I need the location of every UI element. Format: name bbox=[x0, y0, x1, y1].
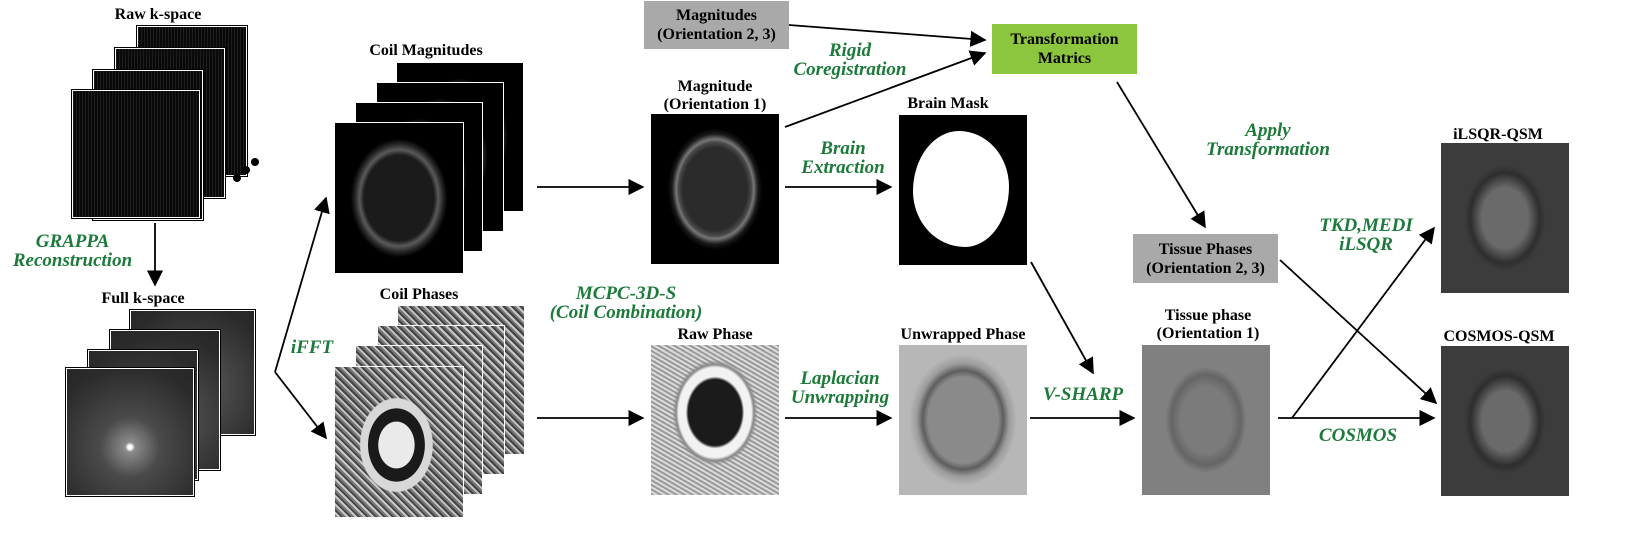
coil-magnitudes-label: Coil Magnitudes bbox=[369, 42, 483, 59]
cosmos-qsm-label: COSMOS-QSM bbox=[1443, 328, 1555, 345]
grappa-reconstruction-step: GRAPPA Reconstruction bbox=[12, 231, 133, 271]
full-kspace-slice-0 bbox=[65, 367, 195, 497]
v-sharp-step: V-SHARP bbox=[1042, 384, 1124, 405]
unwrapped-phase-label: Unwrapped Phase bbox=[900, 326, 1026, 343]
magnitude-orientation-1-label: Magnitude (Orientation 1) bbox=[663, 78, 767, 113]
apply-transformation-step: Apply Transformation bbox=[1206, 120, 1330, 160]
brain-mask-label: Brain Mask bbox=[907, 95, 989, 112]
laplacian-unwrapping-step: Laplacian Unwrapping bbox=[790, 368, 890, 408]
ilsqr-qsm-label: iLSQR-QSM bbox=[1453, 126, 1543, 143]
coil-phases-label: Coil Phases bbox=[379, 286, 459, 303]
ellipsis-dot bbox=[233, 174, 241, 182]
raw-kspace-label: Raw k-space bbox=[114, 6, 202, 23]
arrow-ifft-up bbox=[274, 196, 330, 373]
cosmos-step: COSMOS bbox=[1318, 425, 1398, 446]
arrow-mask-to-vsharp bbox=[1030, 261, 1094, 375]
magnitude-orientation-1-image bbox=[651, 114, 779, 264]
arrow-magnitude1-to-matrics bbox=[784, 50, 987, 128]
tkd-medi-ilsqr-step: TKD,MEDI iLSQR bbox=[1319, 215, 1413, 255]
coil-phase-image-1 bbox=[334, 366, 464, 518]
ifft-step: iFFT bbox=[290, 337, 334, 358]
brain-mask-region bbox=[913, 131, 1009, 247]
raw-phase-image bbox=[651, 345, 779, 495]
raw-phase-label: Raw Phase bbox=[677, 326, 753, 343]
arrow-tissue23-to-cosmos bbox=[1279, 259, 1438, 405]
brain-mask-image bbox=[899, 115, 1027, 265]
rigid-coregistration-step: Rigid Coregistration bbox=[793, 40, 907, 80]
full-kspace-label: Full k-space bbox=[101, 290, 185, 307]
cosmos-qsm-image bbox=[1441, 346, 1569, 496]
coil-magnitude-image-1 bbox=[334, 122, 464, 274]
ellipsis-dot bbox=[242, 166, 250, 174]
arrow-magnitudes23-to-matrics bbox=[788, 24, 987, 47]
arrow-tissue1-to-ilsqr bbox=[1278, 226, 1435, 419]
brain-extraction-step: Brain Extraction bbox=[801, 138, 885, 178]
magnitudes-orientation-2-3-box: Magnitudes (Orientation 2, 3) bbox=[644, 1, 789, 49]
raw-kspace-slice-1 bbox=[71, 89, 201, 219]
arrow-ifft-down bbox=[274, 371, 327, 440]
tissue-phases-orientation-2-3-box: Tissue Phases (Orientation 2, 3) bbox=[1133, 234, 1278, 283]
mcpc-coil-combination-step: MCPC-3D-S (Coil Combination) bbox=[549, 283, 703, 323]
transformation-matrics-box: Transformation Matrics bbox=[992, 24, 1137, 74]
tissue-phase-orientation-1-label: Tissue phase (Orientation 1) bbox=[1156, 307, 1260, 342]
arrow-apply-transformation bbox=[1116, 81, 1206, 229]
tissue-phase-orientation-1-image bbox=[1142, 345, 1270, 495]
ellipsis-dot bbox=[251, 158, 259, 166]
ilsqr-qsm-image bbox=[1441, 143, 1569, 293]
unwrapped-phase-image bbox=[899, 345, 1027, 495]
